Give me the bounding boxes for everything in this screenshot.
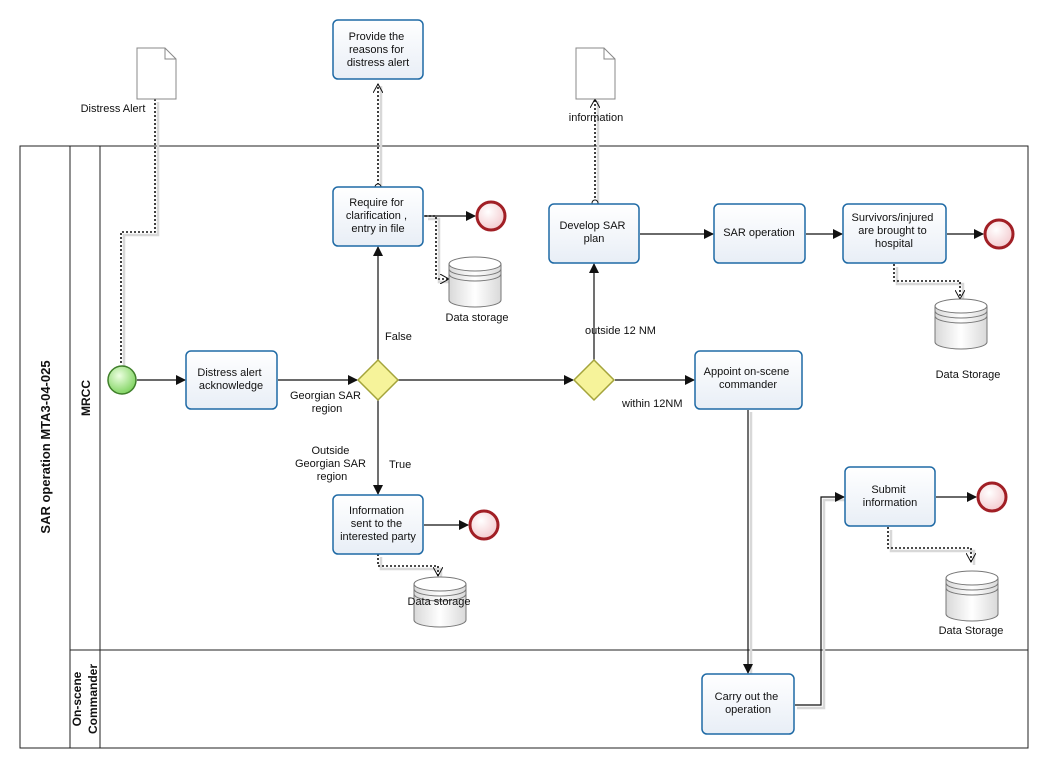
task-text: Survivors/injured <box>852 212 934 224</box>
task-text: information <box>863 497 917 509</box>
task-text: are brought to <box>858 225 927 237</box>
flow-label-true: True <box>389 459 411 471</box>
task-submit-information[interactable]: Submit information <box>844 466 936 527</box>
gateway-region[interactable] <box>356 358 400 402</box>
task-text: clarification , <box>346 210 407 222</box>
task-text: distress alert <box>347 57 409 69</box>
task-distress-alert-acknowledge[interactable]: Distress alert acknowledge <box>185 350 278 410</box>
task-text: SAR operation <box>723 227 795 239</box>
svg-text:Develop SAR plan: Develop SAR plan <box>559 220 628 245</box>
task-sar-operation[interactable]: SAR operation <box>713 203 806 264</box>
svg-text:Carry out the operation: Carry out the operation <box>715 691 782 716</box>
task-provide-reasons[interactable]: Provide the reasons for distress alert <box>332 19 424 80</box>
task-develop-sar-plan[interactable]: Develop SAR plan <box>548 203 640 264</box>
association-distress-alert <box>120 99 156 365</box>
task-text: Appoint on-scene <box>704 366 790 378</box>
association-data-storage-2 <box>377 554 438 576</box>
end-event-hospital[interactable] <box>983 218 1015 250</box>
flow-label-outside-12nm: outside 12 NM <box>585 325 656 337</box>
svg-text:SAR operation: SAR operation <box>723 227 795 239</box>
task-text: Provide the <box>349 31 405 43</box>
association-data-storage-3 <box>893 264 960 299</box>
task-text: commander <box>719 379 777 391</box>
lane-label-commander-line1: On-scene <box>70 671 84 726</box>
start-event[interactable] <box>107 365 137 395</box>
gateway-distance[interactable] <box>572 358 616 402</box>
task-text: reasons for <box>349 44 404 56</box>
data-store-2: Data storage <box>408 576 471 628</box>
data-store-label-2: Data storage <box>408 596 471 608</box>
data-store-label-3: Data Storage <box>936 369 1001 381</box>
document-label-distress-alert: Distress Alert <box>81 103 146 115</box>
document-information: information <box>569 47 623 124</box>
task-text: interested party <box>340 531 416 543</box>
document-label-information: information <box>569 112 623 124</box>
task-text: Distress alert <box>197 367 261 379</box>
task-appoint-commander[interactable]: Appoint on-scene commander <box>694 350 803 410</box>
task-text: Information <box>349 505 404 517</box>
svg-text:Georgian SAR region: Georgian SAR region <box>290 390 364 415</box>
sequence-flows <box>137 211 984 710</box>
flow-label-outside-georgian: Outside <box>312 445 350 457</box>
task-require-clarification[interactable]: Require for clarification , entry in fil… <box>332 186 424 247</box>
flow-label-georgian-sar: Georgian SAR <box>290 390 361 402</box>
flow-label-false: False <box>385 331 412 343</box>
flow-label-georgian-sar: region <box>312 403 343 415</box>
task-text: acknowledge <box>199 380 263 392</box>
data-store-4: Data Storage <box>939 570 1004 637</box>
task-text: sent to the <box>351 518 402 530</box>
document-distress-alert: Distress Alert <box>81 47 177 115</box>
svg-text:Distress alert acknowled: Distress alert acknowledge <box>197 367 264 392</box>
task-text: Submit <box>871 484 905 496</box>
associations <box>120 84 974 579</box>
flow-label-outside-georgian: Georgian SAR <box>295 458 366 470</box>
task-carry-out-operation[interactable]: Carry out the operation <box>701 673 795 735</box>
task-survivors-hospital[interactable]: Survivors/injured are brought to hospita… <box>842 203 947 264</box>
end-event-submit[interactable] <box>976 481 1008 513</box>
end-event-clarification[interactable] <box>475 200 507 232</box>
svg-text:Information sent to the: Information sent to the interested party <box>340 505 416 543</box>
data-store-3: Data Storage <box>934 298 1001 381</box>
data-store-label-4: Data Storage <box>939 625 1004 637</box>
task-text: plan <box>584 233 605 245</box>
lane-label-commander-line2: Commander <box>86 664 100 734</box>
svg-text:Appoint on-scene command: Appoint on-scene commander <box>704 366 793 391</box>
task-text: Carry out the <box>715 691 779 703</box>
svg-text:Survivors/injured are br: Survivors/injured are brought to hospita… <box>852 212 937 250</box>
end-event-information-sent[interactable] <box>468 509 500 541</box>
data-store-label-1: Data storage <box>446 312 509 324</box>
svg-text:Require for clarificatio: Require for clarification , entry in fil… <box>346 197 410 235</box>
svg-text:Submit information: Submit information <box>863 484 917 509</box>
task-text: entry in file <box>351 223 404 235</box>
flow-label-outside-georgian: region <box>317 471 348 483</box>
svg-text:Provide the reasons for: Provide the reasons for distress alert <box>347 31 409 69</box>
flow-carry-to-submit <box>795 492 845 706</box>
pool-title: SAR operation MTA3-04-025 <box>38 360 53 533</box>
lane-label-mrcc: MRCC <box>79 380 93 416</box>
flow-label-within-12nm: within 12NM <box>621 398 683 410</box>
svg-text:Outside Georgian SAR r: Outside Georgian SAR region <box>295 445 369 483</box>
task-text: hospital <box>875 238 913 250</box>
task-information-sent[interactable]: Information sent to the interested party <box>332 494 424 555</box>
task-text: Develop SAR <box>559 220 625 232</box>
task-text: operation <box>725 704 771 716</box>
data-store-1: Data storage <box>446 256 509 324</box>
task-text: Require for <box>349 197 404 209</box>
